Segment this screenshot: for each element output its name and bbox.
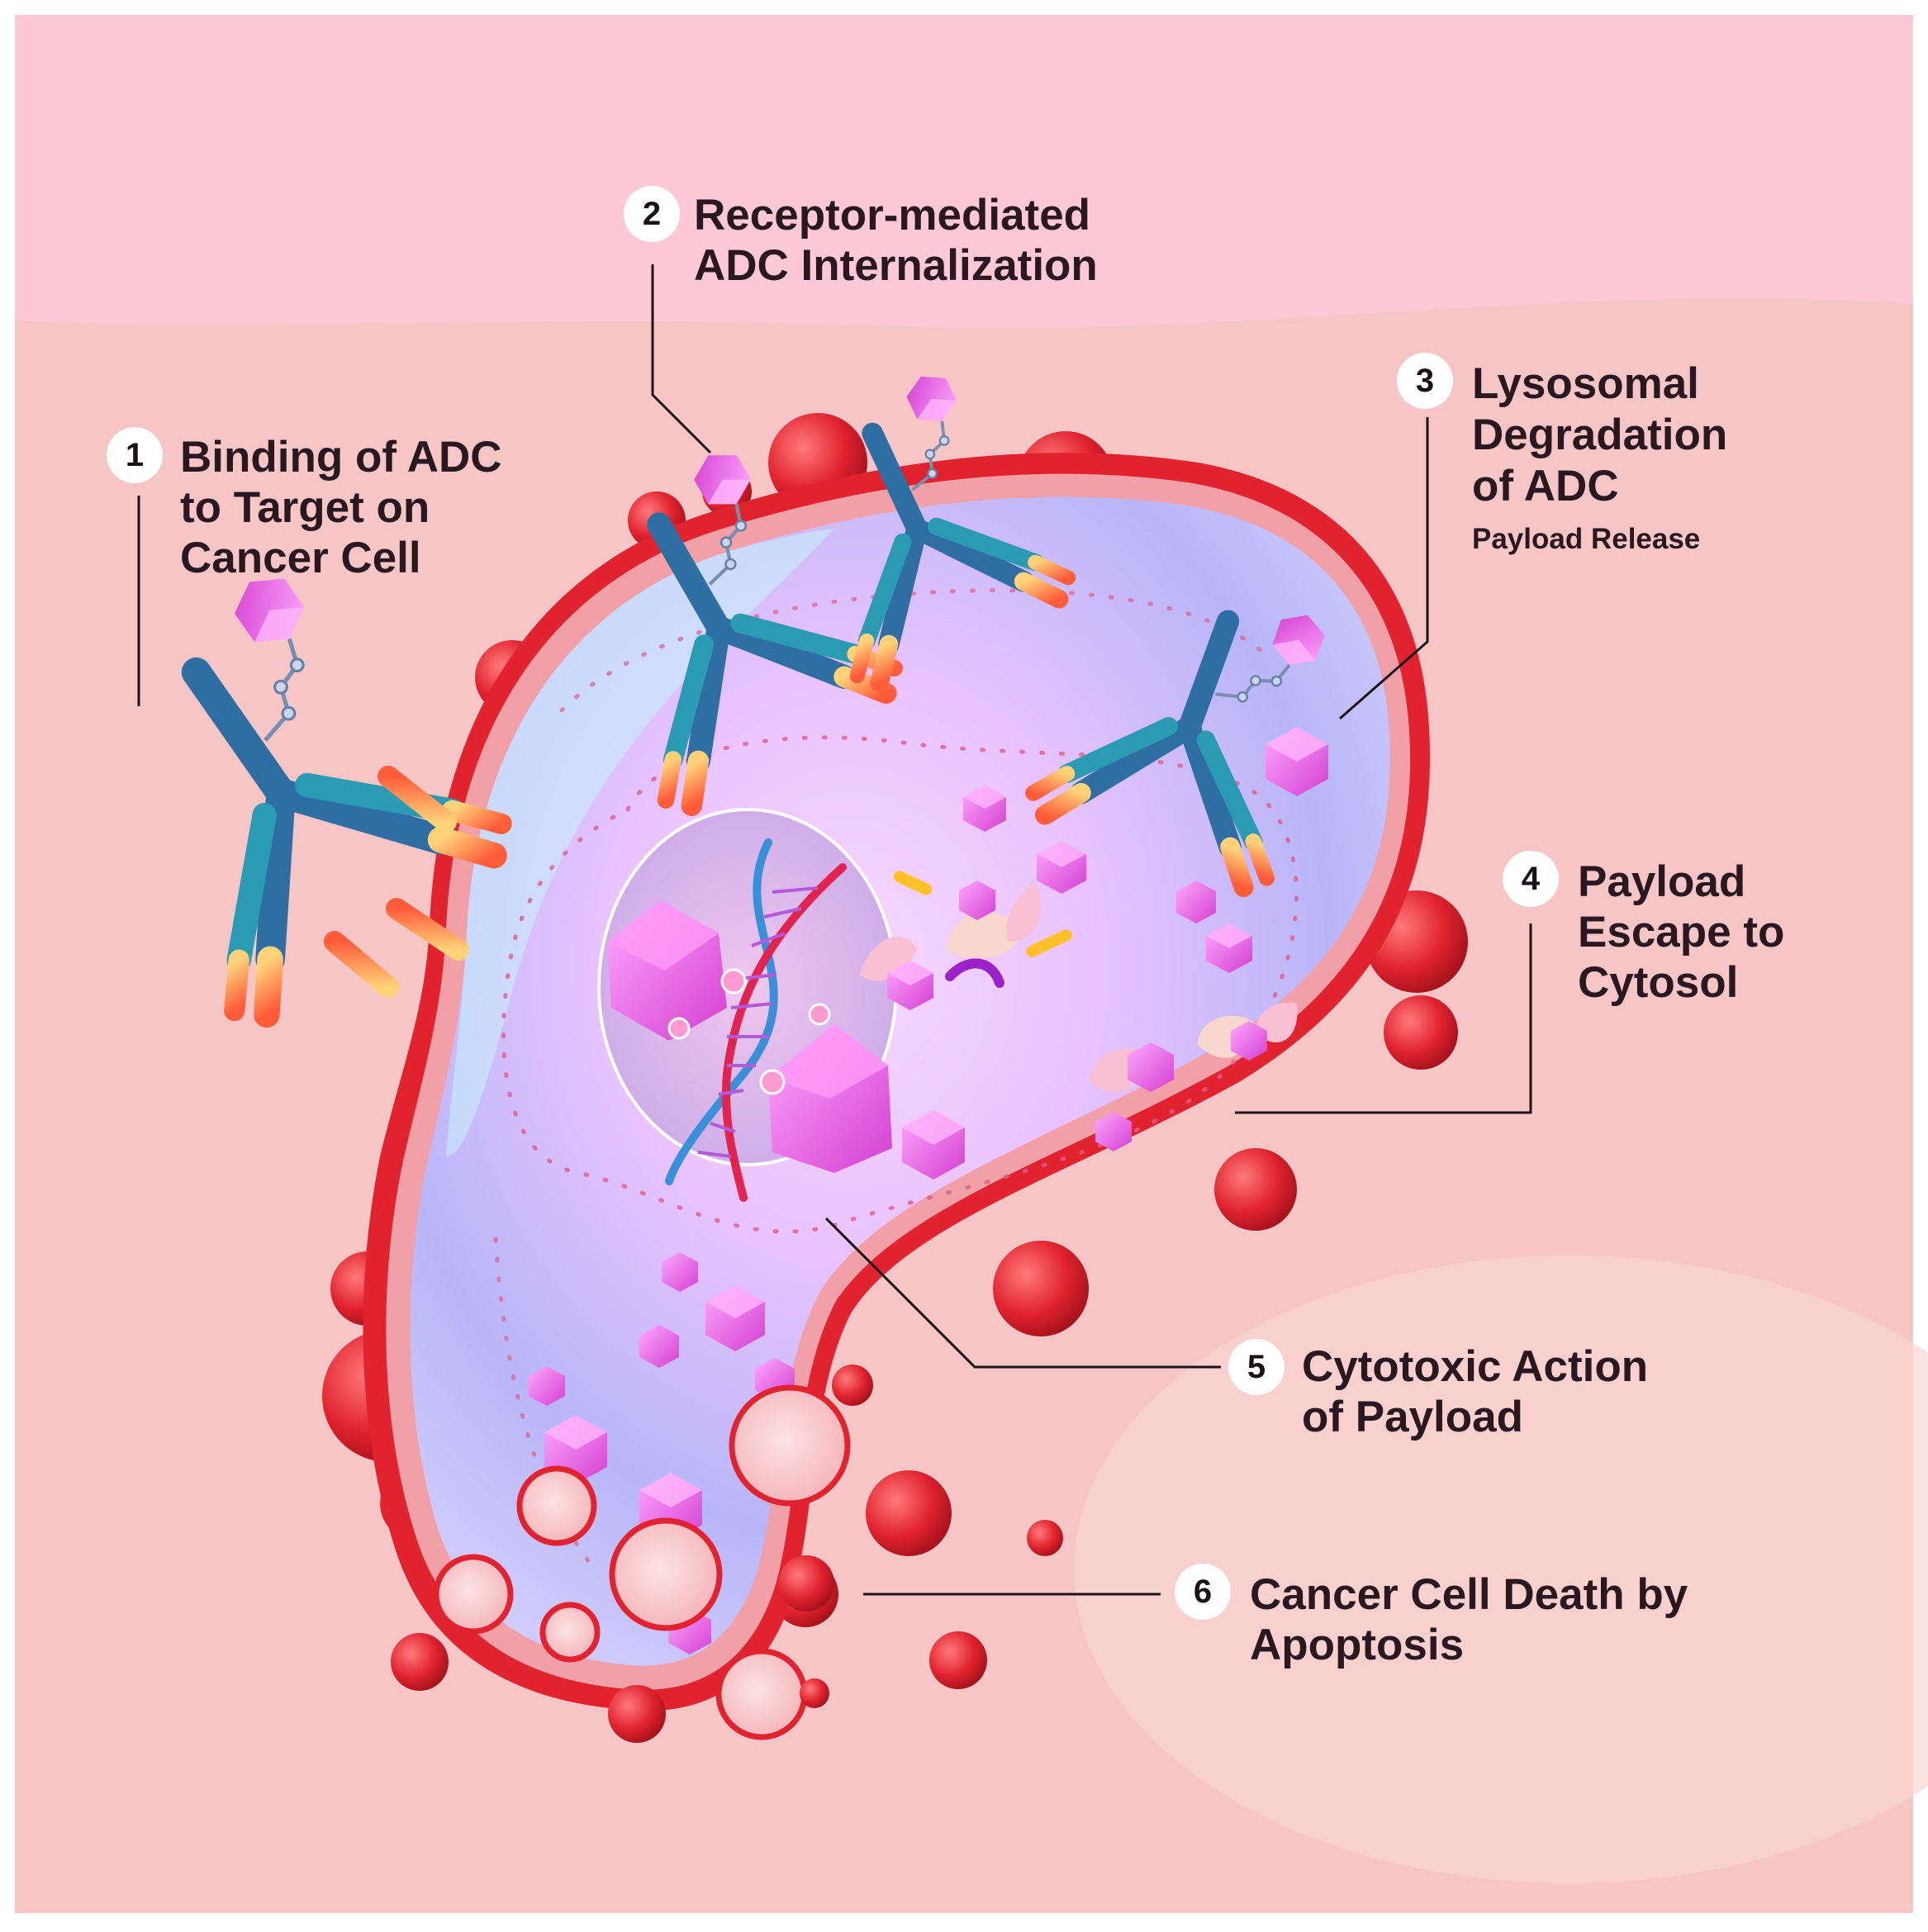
- antibody-drug-conjugates: [181, 376, 1325, 1028]
- step-6-title-line-1: Cancer Cell Death by: [1250, 1570, 1688, 1619]
- step-1-number-badge: 1: [109, 430, 160, 481]
- payload-crystal-icon: [902, 1110, 965, 1180]
- payload-crystal-icon: [963, 786, 1006, 832]
- payload-crystal-icon: [1231, 1021, 1267, 1061]
- step-1-title-line-3: Cancer Cell: [180, 534, 421, 582]
- payload-crystal-icon: [959, 881, 995, 920]
- nucleus: [597, 808, 898, 1202]
- payload-crystal-icon: [705, 1285, 765, 1351]
- step-3-title-line-2: Degradation: [1472, 411, 1728, 459]
- callout-lines: [137, 264, 1532, 1596]
- receptor-rods: [324, 766, 469, 998]
- step-6-number-badge: 6: [1177, 1566, 1228, 1617]
- step-3-title-line-3: of ADC: [1472, 462, 1619, 510]
- step-2-title-line-1: Receptor-mediated: [694, 191, 1091, 240]
- payload-crystal-icon: [1128, 1042, 1174, 1092]
- payload-crystals: [529, 727, 1328, 1654]
- step-1-title-line-1: Binding of ADC: [180, 433, 502, 482]
- step-3-number-badge: 3: [1399, 355, 1451, 406]
- dna-helix-icon: [665, 838, 847, 1202]
- payload-crystal-icon: [529, 1366, 565, 1406]
- payload-crystal-icon: [887, 961, 933, 1010]
- payload-crystal-icon: [1095, 1112, 1132, 1151]
- payload-crystal-icon: [1206, 923, 1252, 973]
- step-4-title-line-2: Escape to: [1578, 908, 1785, 957]
- antibody-icon: [1025, 610, 1325, 898]
- payload-crystal-icon: [1037, 841, 1086, 894]
- cytoplasm: [410, 496, 1390, 1666]
- cytoplasm-highlight: [446, 529, 834, 1156]
- step-4-number-badge: 4: [1505, 853, 1556, 904]
- step-5-number-badge: 5: [1231, 1341, 1282, 1393]
- step-5-title-line-1: Cytotoxic Action: [1302, 1342, 1649, 1391]
- step-1-title-line-2: to Target on: [180, 483, 430, 532]
- dotted-er-outline: [559, 588, 1275, 713]
- apoptotic-blebs: [391, 1365, 1063, 1743]
- payload-crystal-icon: [662, 1252, 698, 1292]
- payload-crystal-icon: [1176, 881, 1216, 923]
- background-upper-band: [15, 15, 1913, 329]
- step-3-title-line-1: Lysosomal: [1472, 359, 1699, 408]
- antibody-icon: [849, 376, 1076, 692]
- background-glow: [1074, 1256, 1928, 1883]
- step-6-title-line-2: Apoptosis: [1250, 1621, 1465, 1669]
- step-2-number-badge: 2: [626, 188, 677, 240]
- payload-crystal-icon: [544, 1415, 607, 1484]
- step-4-title-line-3: Cytosol: [1578, 958, 1739, 1007]
- step-3-subtitle: Payload Release: [1472, 523, 1701, 555]
- payload-crystal-icon: [639, 1325, 679, 1368]
- step-4-title-line-1: Payload: [1578, 857, 1746, 906]
- antibody-icon: [647, 455, 903, 816]
- payload-crystal-large-icon: [607, 900, 727, 1041]
- step-2-title-line-2: ADC Internalization: [694, 241, 1098, 290]
- payload-crystal-large-icon: [768, 1024, 892, 1173]
- payload-crystal-icon: [1266, 727, 1328, 796]
- step-5-title-line-2: of Payload: [1302, 1393, 1524, 1441]
